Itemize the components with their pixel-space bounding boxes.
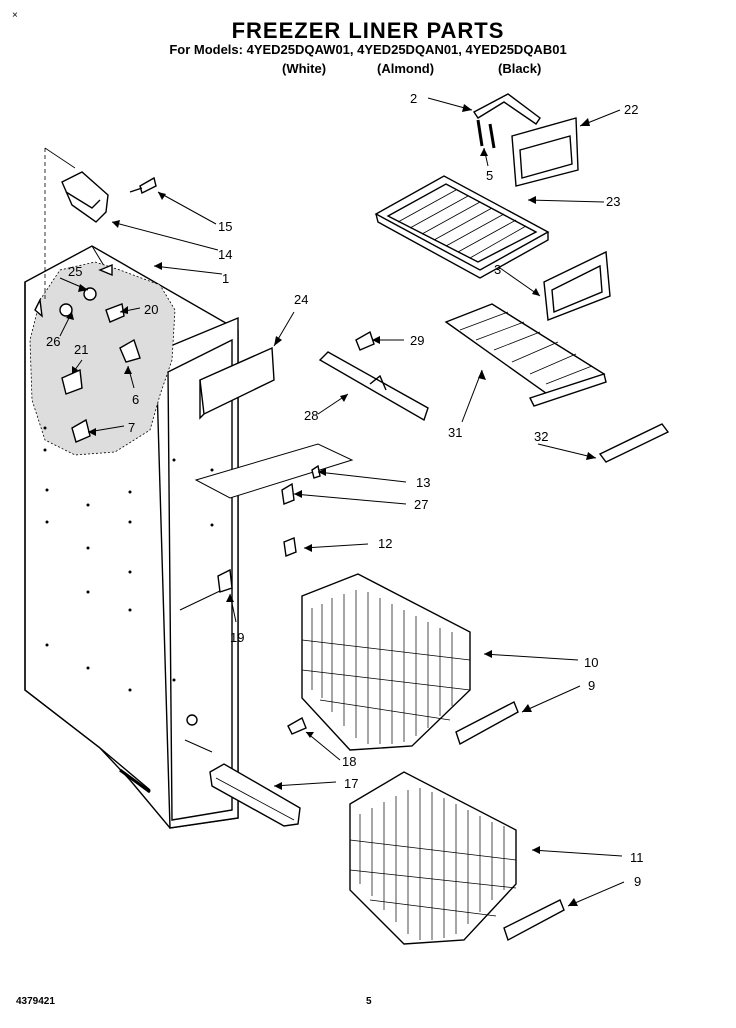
callout-29: 29 xyxy=(410,333,424,348)
callout-10: 10 xyxy=(584,655,598,670)
part-32-rail xyxy=(598,423,670,463)
part-31-rack xyxy=(444,303,607,407)
part-2-support xyxy=(472,93,541,149)
callout-13: 13 xyxy=(416,475,430,490)
callout-14: 14 xyxy=(218,247,232,262)
callout-9-lower: 9 xyxy=(634,874,641,889)
callout-1: 1 xyxy=(222,271,229,286)
callout-28: 28 xyxy=(304,408,318,423)
callout-11: 11 xyxy=(630,850,644,865)
part-18-screw xyxy=(287,716,307,735)
callout-17: 17 xyxy=(344,776,358,791)
part-number: 4379421 xyxy=(16,996,55,1007)
part-14-bracket xyxy=(44,147,109,300)
part-3-frame xyxy=(543,250,611,321)
part-13-plate xyxy=(194,443,354,499)
part-15-screw xyxy=(129,176,157,195)
callout-24: 24 xyxy=(294,292,308,307)
callout-26: 26 xyxy=(46,334,60,349)
callout-9-upper: 9 xyxy=(588,678,595,693)
color-almond: (Almond) xyxy=(377,61,435,76)
part-28-bracket xyxy=(318,351,429,422)
callout-2: 2 xyxy=(410,91,417,106)
part-19-clip xyxy=(217,568,233,593)
callout-27: 27 xyxy=(414,497,428,512)
part-23-shelf xyxy=(374,175,550,279)
color-white: (White) xyxy=(282,61,327,76)
part-9-handle-a xyxy=(455,701,519,746)
callout-21: 21 xyxy=(74,342,88,357)
callout-15: 15 xyxy=(218,219,232,234)
callout-32: 32 xyxy=(534,429,548,444)
part-10-basket xyxy=(301,573,471,751)
callout-19: 19 xyxy=(230,630,244,645)
callout-12: 12 xyxy=(378,536,392,551)
part-12-clip xyxy=(283,537,297,557)
callout-18: 18 xyxy=(342,754,356,769)
part-11-basket xyxy=(349,771,517,945)
page-number: 5 xyxy=(366,996,372,1007)
corner-mark: × xyxy=(12,10,18,21)
callout-3: 3 xyxy=(494,262,501,277)
part-27-clip xyxy=(281,464,321,505)
part-24-panel xyxy=(199,346,275,420)
callout-labels: 2 22 5 23 15 14 1 25 20 26 24 3 29 21 6 … xyxy=(46,91,644,889)
callout-31: 31 xyxy=(448,425,462,440)
part-9-handle-b xyxy=(503,899,565,942)
callout-6: 6 xyxy=(132,392,139,407)
callout-22: 22 xyxy=(624,102,638,117)
color-black: (Black) xyxy=(498,61,542,76)
part-29-screw xyxy=(355,330,375,351)
part-17-rail xyxy=(209,763,301,827)
models-line: For Models: 4YED25DQAW01, 4YED25DQAN01, … xyxy=(169,42,567,57)
arrow-heads xyxy=(66,104,596,906)
page-title: FREEZER LINER PARTS xyxy=(231,18,505,43)
part-22-frame xyxy=(511,117,579,187)
callout-25: 25 xyxy=(68,264,82,279)
callout-23: 23 xyxy=(606,194,620,209)
callout-20: 20 xyxy=(144,302,158,317)
callout-7: 7 xyxy=(128,420,135,435)
callout-5: 5 xyxy=(486,168,493,183)
